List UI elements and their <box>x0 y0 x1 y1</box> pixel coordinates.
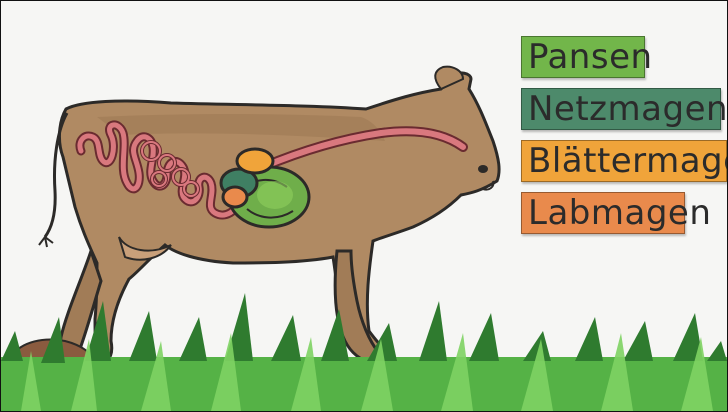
label-pansen: Pansen <box>521 36 645 78</box>
label-blaettermagen: Blättermagen <box>521 140 727 182</box>
abomasum-shape <box>223 187 247 207</box>
label-labmagen: Labmagen <box>521 192 685 234</box>
omasum-shape <box>237 149 273 173</box>
label-netzmagen: Netzmagen <box>521 88 721 130</box>
